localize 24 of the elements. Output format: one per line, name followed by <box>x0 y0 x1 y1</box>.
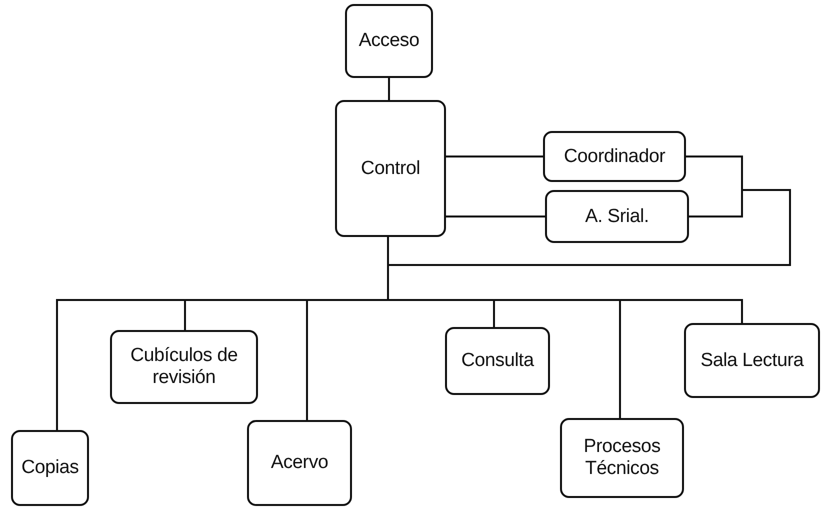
org-unit-box <box>684 323 820 398</box>
unit-label: Consulta <box>461 350 534 372</box>
unit-label: Sala Lectura <box>700 350 804 372</box>
unit-label: Acervo <box>270 452 328 474</box>
org-unit-box <box>345 4 433 78</box>
unit-label: Procesos Técnicos <box>582 436 662 480</box>
org-unit-box <box>11 430 89 506</box>
org-unit-box <box>445 327 550 395</box>
connector-line <box>446 156 543 158</box>
connector-line <box>388 78 390 100</box>
unit-label: A. Srial. <box>585 206 649 228</box>
org-unit-box <box>247 420 352 506</box>
org-unit-box <box>560 418 684 498</box>
org-unit-box <box>543 131 686 182</box>
unit-label: Coordinador <box>564 146 666 168</box>
connector-line <box>446 216 545 218</box>
org-unit-box <box>110 330 258 404</box>
unit-label: Control <box>360 158 420 180</box>
unit-label: Cubículos de revisión <box>129 345 239 389</box>
unit-label: Copias <box>21 457 79 479</box>
org-unit-box <box>335 100 446 237</box>
unit-label: Acceso <box>358 30 420 52</box>
connector-line <box>387 189 791 266</box>
org-unit-box <box>545 190 689 243</box>
